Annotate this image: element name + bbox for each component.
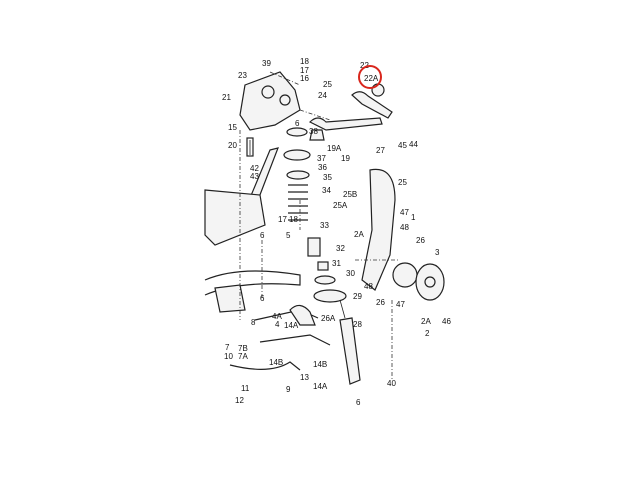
part-label-13: 13 <box>300 373 309 382</box>
part-label-4: 4 <box>275 320 280 329</box>
part-label-25: 25 <box>398 178 407 187</box>
part-label-7a: 7A <box>238 352 248 361</box>
part-label-19a: 19A <box>327 144 342 153</box>
part-label-14a: 14A <box>284 321 299 330</box>
part-label-18: 18 <box>289 215 298 224</box>
part-label-7: 7 <box>225 343 230 352</box>
part-label-25b: 25B <box>343 190 357 199</box>
part-label-47: 47 <box>396 300 405 309</box>
part-label-9: 9 <box>286 385 291 394</box>
part-label-2: 2 <box>425 329 430 338</box>
highlight-circle <box>358 65 382 89</box>
part-label-26a: 26A <box>321 314 336 323</box>
part-label-22: 22 <box>360 61 369 70</box>
part-label-3: 3 <box>435 248 440 257</box>
part-label-30: 30 <box>346 269 355 278</box>
part-label-2a: 2A <box>354 230 364 239</box>
part-label-24: 24 <box>318 91 327 100</box>
part-label-47: 47 <box>400 208 409 217</box>
part-label-15: 15 <box>228 123 237 132</box>
part-label-21: 21 <box>222 93 231 102</box>
part-label-39: 39 <box>262 59 271 68</box>
part-label-7b: 7B <box>238 344 248 353</box>
part-label-40: 40 <box>387 379 396 388</box>
spring-and-strut <box>283 127 361 385</box>
part-label-10: 10 <box>224 352 233 361</box>
part-label-1: 1 <box>411 213 416 222</box>
part-label-26: 26 <box>376 298 385 307</box>
part-label-34: 34 <box>322 186 331 195</box>
part-label-14b: 14B <box>269 358 283 367</box>
part-label-27: 27 <box>376 146 385 155</box>
part-label-48: 48 <box>364 282 373 291</box>
part-label-12: 12 <box>235 396 244 405</box>
center-lines <box>239 71 400 380</box>
part-label-29: 29 <box>353 292 362 301</box>
part-label-38: 38 <box>309 127 318 136</box>
upper-mount-bracket <box>239 71 301 157</box>
part-label-28: 28 <box>353 320 362 329</box>
part-label-32: 32 <box>336 244 345 253</box>
part-label-5: 5 <box>286 231 291 240</box>
subframe <box>204 189 301 313</box>
part-label-6: 6 <box>356 398 361 407</box>
part-label-35: 35 <box>323 173 332 182</box>
part-label-6: 6 <box>260 294 265 303</box>
part-label-11: 11 <box>241 384 250 393</box>
part-label-42: 42 <box>250 164 259 173</box>
part-label-22a: 22A <box>364 74 379 83</box>
part-label-18: 18 <box>300 57 309 66</box>
part-label-23: 23 <box>238 71 247 80</box>
part-label-43: 43 <box>250 172 259 181</box>
part-label-44: 44 <box>409 140 418 149</box>
part-label-25: 25 <box>323 80 332 89</box>
part-label-16: 16 <box>300 74 309 83</box>
part-label-8: 8 <box>251 318 256 327</box>
part-label-6: 6 <box>295 119 300 128</box>
part-label-17: 17 <box>300 66 309 75</box>
upper-control-arm <box>308 83 393 141</box>
part-label-31: 31 <box>332 259 341 268</box>
lower-arms-and-stabilizer <box>229 304 331 371</box>
part-label-6: 6 <box>260 231 265 240</box>
part-label-37: 37 <box>317 154 326 163</box>
part-label-14b: 14B <box>313 360 327 369</box>
part-label-26: 26 <box>416 236 425 245</box>
part-label-45: 45 <box>398 141 407 150</box>
wheel-bearing-housing <box>361 168 445 301</box>
part-label-20: 20 <box>228 141 237 150</box>
part-label-33: 33 <box>320 221 329 230</box>
part-label-48: 48 <box>400 223 409 232</box>
part-label-25a: 25A <box>333 201 348 210</box>
part-label-19: 19 <box>341 154 350 163</box>
part-label-4a: 4A <box>272 312 282 321</box>
part-label-17: 17 <box>278 215 287 224</box>
part-label-46: 46 <box>442 317 451 326</box>
part-label-36: 36 <box>318 163 327 172</box>
part-label-2a: 2A <box>421 317 431 326</box>
part-label-14a: 14A <box>313 382 328 391</box>
